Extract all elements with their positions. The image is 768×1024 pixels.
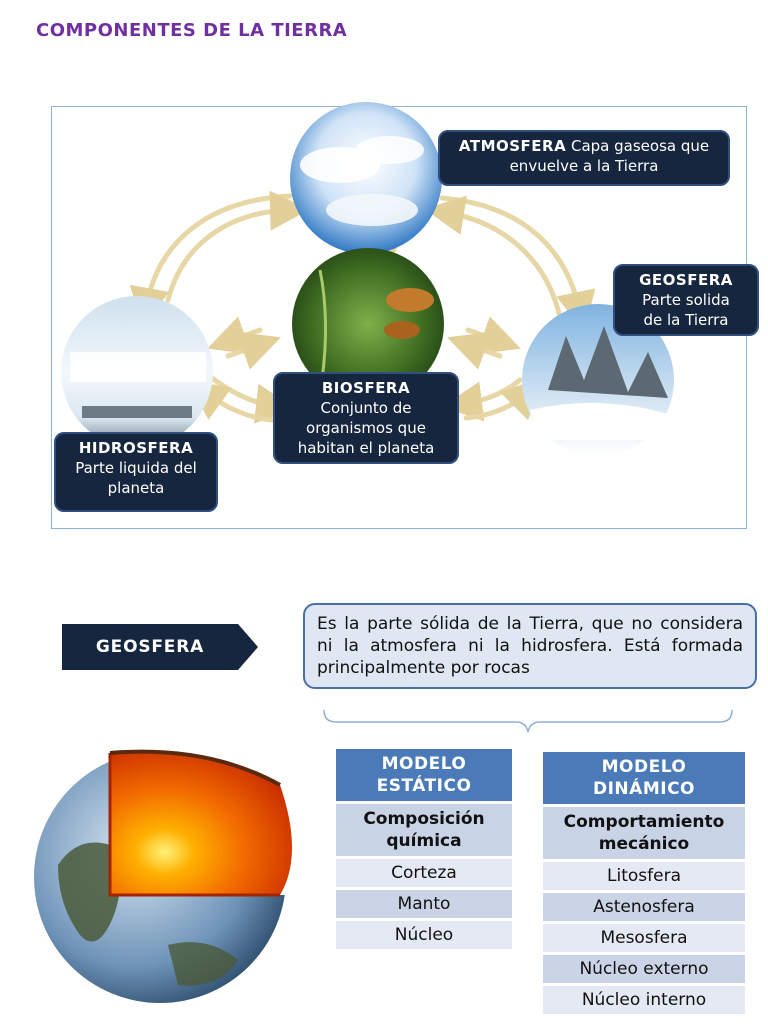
atmosfera-label: ATMOSFERA Capa gaseosa que envuelve a la… xyxy=(438,130,730,186)
table-row: Manto xyxy=(336,890,512,918)
atmosfera-name: ATMOSFERA xyxy=(458,137,567,155)
biosfera-desc-line: Conjunto de xyxy=(320,399,412,417)
dynamic-model-subheader: Comportamiento mecánico xyxy=(543,807,745,859)
static-header-line: ESTÁTICO xyxy=(376,776,472,796)
biosfera-desc-line: organismos que xyxy=(306,419,426,437)
dynamic-model-header: MODELO DINÁMICO xyxy=(543,752,745,804)
atmosphere-image xyxy=(290,102,442,254)
arrow-small-left-2 xyxy=(225,331,281,370)
geosfera-desc-line: de la Tierra xyxy=(643,311,729,329)
geosfera-label: GEOSFERA Parte solida de la Tierra xyxy=(613,264,759,336)
geosphere-image xyxy=(522,304,674,456)
static-model-subheader: Composición química xyxy=(336,804,512,856)
dynamic-sub-line: mecánico xyxy=(598,834,690,854)
dynamic-header-line: MODELO xyxy=(601,757,687,777)
page-title: COMPONENTES DE LA TIERRA xyxy=(36,20,348,41)
table-row: Mesosfera xyxy=(543,924,745,952)
dynamic-sub-line: Comportamiento xyxy=(563,812,725,832)
table-row: Corteza xyxy=(336,859,512,887)
hydrosphere-image xyxy=(61,296,213,448)
geosfera-name: GEOSFERA xyxy=(639,271,733,289)
geosfera-heading: GEOSFERA xyxy=(95,637,205,657)
static-header-line: MODELO xyxy=(381,754,467,774)
biosfera-name: BIOSFERA xyxy=(321,379,411,397)
table-row: Litosfera xyxy=(543,862,745,890)
arrow-small-right-2 xyxy=(447,331,503,370)
biosfera-desc-line: habitan el planeta xyxy=(297,439,435,457)
hidrosfera-desc-line: Parte liquida del xyxy=(75,459,197,477)
biosphere-image xyxy=(292,248,444,400)
table-row: Núcleo xyxy=(336,921,512,949)
hidrosfera-label: HIDROSFERA Parte liquida del planeta xyxy=(54,432,218,512)
table-row: Núcleo interno xyxy=(543,986,745,1014)
diagram-artwork xyxy=(61,102,674,456)
hidrosfera-name: HIDROSFERA xyxy=(78,439,194,457)
geosfera-definition: Es la parte sólida de la Tierra, que no … xyxy=(303,603,757,689)
geosfera-desc-line: Parte solida xyxy=(642,291,730,309)
hidrosfera-desc-line: planeta xyxy=(107,479,165,497)
brace-connector xyxy=(323,709,733,733)
arrow-small-left-1 xyxy=(207,316,263,355)
static-model-table: MODELO ESTÁTICO Composición química Cort… xyxy=(336,746,512,952)
arrow-atm-to-hidro xyxy=(129,193,293,328)
arrow-geo-to-atm xyxy=(424,195,563,321)
arrow-small-right-1 xyxy=(465,316,521,355)
dynamic-model-table: MODELO DINÁMICO Comportamiento mecánico … xyxy=(543,749,745,1017)
static-sub-line: química xyxy=(386,831,462,851)
table-row: Astenosfera xyxy=(543,893,745,921)
arrow-bio-to-hidro xyxy=(187,380,275,423)
table-row: Núcleo externo xyxy=(543,955,745,983)
geosfera-arrow-shape xyxy=(62,624,258,670)
arrow-hidro-to-atm xyxy=(165,190,310,303)
static-sub-line: Composición xyxy=(363,809,485,829)
biosfera-label: BIOSFERA Conjunto de organismos que habi… xyxy=(273,372,459,464)
arrow-atm-to-geo xyxy=(439,195,596,332)
static-model-header: MODELO ESTÁTICO xyxy=(336,749,512,801)
arrow-geo-to-bio xyxy=(442,377,523,422)
earth-layers-image xyxy=(34,749,293,1003)
dynamic-header-line: DINÁMICO xyxy=(593,779,695,799)
arrow-bio-to-geo xyxy=(463,377,543,421)
atmosfera-desc: Capa gaseosa que envuelve a la Tierra xyxy=(509,137,710,175)
